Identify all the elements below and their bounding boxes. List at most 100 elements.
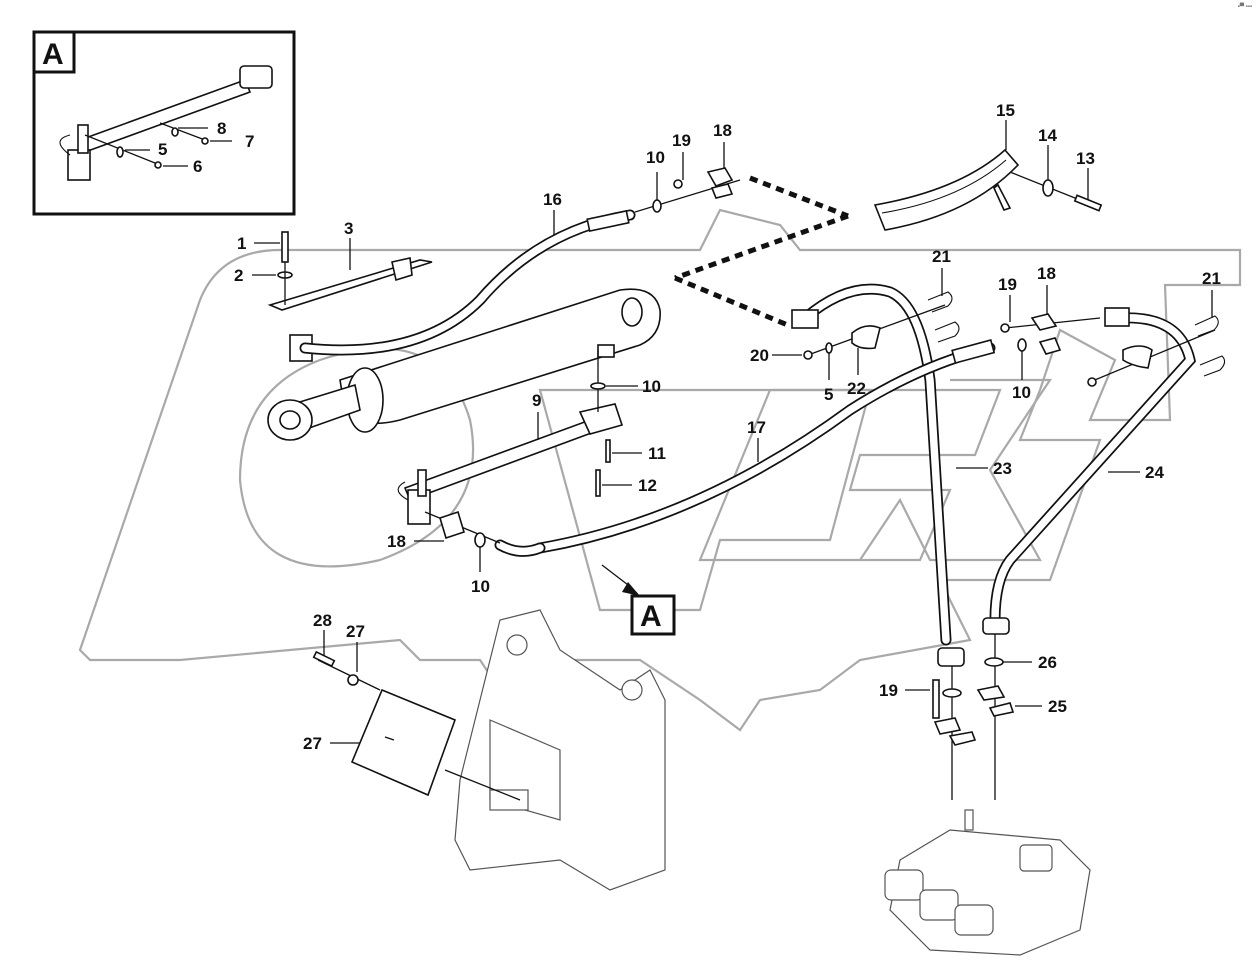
control-valve	[884, 809, 1091, 956]
callout-18-upper: 18	[713, 121, 732, 140]
detail-box-label: A	[42, 38, 64, 71]
valve-solenoid	[1019, 844, 1053, 872]
callout-10-mid: 10	[642, 377, 661, 396]
dashed-link-lower	[674, 275, 791, 329]
rail-bracket	[267, 259, 433, 311]
detail-bolt-axis	[159, 122, 206, 141]
callout-22: 22	[847, 379, 866, 398]
hose-guide-group: 15 14 13	[873, 101, 1103, 231]
detail-pipe-flange	[239, 65, 273, 89]
flange-18-upper	[706, 167, 734, 187]
u-clamp-21c	[1194, 315, 1219, 337]
pipe-9-flange	[578, 403, 624, 435]
clamp-block-right	[1122, 345, 1153, 369]
pipe-24: 24	[982, 307, 1196, 635]
callout-27-upper: 27	[346, 622, 365, 641]
clamp-group-right: 21	[1087, 269, 1226, 387]
rail-bracket-assembly: 1 2 3	[234, 219, 433, 311]
callout-15: 15	[996, 101, 1015, 120]
washer-27	[347, 674, 359, 686]
bolt-19-lower	[932, 679, 940, 719]
dashed-link-upper	[749, 175, 849, 219]
o-ring-26	[984, 657, 1004, 667]
hose-guide-slot	[881, 159, 1007, 214]
detail-reference-a: A	[601, 564, 676, 636]
hydraulic-cylinder	[267, 288, 661, 441]
detail-bolt-7	[201, 137, 209, 145]
detail-flange-block	[67, 149, 91, 181]
callout-5: 5	[824, 385, 833, 404]
hose-16: 16	[299, 190, 636, 356]
callout-28: 28	[313, 611, 332, 630]
o-ring-10-lower	[474, 532, 486, 548]
watermark-letter-x	[859, 378, 1053, 562]
detail-box-a: A 8 7 5 6	[32, 30, 296, 216]
hose-17-fitting-top	[951, 339, 996, 364]
callout-19-lower: 19	[879, 681, 898, 700]
bolt-1	[281, 231, 289, 263]
hose-guide-foot	[993, 183, 1012, 211]
hose-16-fitting	[586, 210, 630, 232]
detail-callout-8: 8	[217, 119, 226, 138]
callout-18-lower: 18	[387, 532, 406, 551]
callout-13: 13	[1076, 149, 1095, 168]
pipe-23: 23	[791, 283, 1012, 667]
hose-17: 17	[494, 339, 996, 557]
hose-guide-15	[873, 148, 1020, 231]
hose-16-inner	[301, 211, 634, 354]
valve-section-1	[884, 869, 924, 901]
callout-3: 3	[344, 219, 353, 238]
callout-24: 24	[1145, 463, 1164, 482]
valve-port-fitting	[964, 809, 974, 831]
callout-25: 25	[1048, 697, 1067, 716]
hose-17-elbow-inner	[496, 541, 544, 556]
screw-11	[605, 439, 611, 463]
callout-21-right: 21	[1202, 269, 1221, 288]
flange-18-right-b	[1038, 337, 1062, 355]
callout-20: 20	[750, 346, 769, 365]
cover-plate-group: 28 27 27	[303, 611, 521, 801]
flange-lower-right-a	[976, 685, 1006, 701]
o-ring-10-right	[1017, 338, 1027, 352]
screw-28	[312, 650, 336, 668]
frame-pivot-left	[506, 634, 528, 656]
callout-26: 26	[1038, 653, 1057, 672]
nut-20	[803, 350, 813, 360]
pipe-9-bend	[397, 481, 409, 501]
plate-mount-line	[444, 769, 521, 801]
callout-19-upper: 19	[672, 131, 691, 150]
cover-plate-27	[350, 688, 457, 797]
bolt-19-upper	[673, 179, 683, 189]
upper-flange-group: 10 19 18	[634, 121, 849, 329]
watermark	[78, 208, 1242, 732]
detail-callout-5: 5	[158, 140, 167, 159]
screw-12	[595, 469, 601, 497]
dashed-link-diagonal	[674, 213, 849, 281]
frame-mount	[489, 789, 529, 811]
callout-12: 12	[638, 476, 657, 495]
detail-callout-6: 6	[193, 157, 202, 176]
flange-25	[988, 702, 1015, 717]
clamp-block-22	[851, 325, 881, 350]
washer-14	[1042, 179, 1054, 197]
right-clamp-axis	[1089, 329, 1216, 383]
corner-mark: ▪▀ ▪▪▪	[1237, 4, 1252, 10]
pipe-24-end	[982, 617, 1010, 635]
flange-group-right: 19 18 10	[998, 264, 1101, 402]
callout-18-right: 18	[1037, 264, 1056, 283]
callout-9: 9	[532, 391, 541, 410]
clamp-group-left: 20 5 22 21	[750, 247, 960, 404]
callout-10-right: 10	[1012, 383, 1031, 402]
cylinder-port	[597, 344, 615, 358]
detail-ref-box	[630, 594, 676, 636]
pipe-24-inner	[991, 314, 1195, 624]
flange-lower-left-a	[933, 717, 962, 735]
rail-clip	[391, 257, 413, 282]
detail-ref-arrowhead	[622, 582, 640, 596]
o-ring-lower-left	[942, 688, 962, 698]
pipe-24-flange	[1104, 307, 1130, 327]
bolt-19-right	[1000, 323, 1010, 333]
flange-18-upper-b	[710, 183, 734, 199]
watermark-outline	[78, 208, 1242, 732]
callout-19-right: 19	[998, 275, 1017, 294]
